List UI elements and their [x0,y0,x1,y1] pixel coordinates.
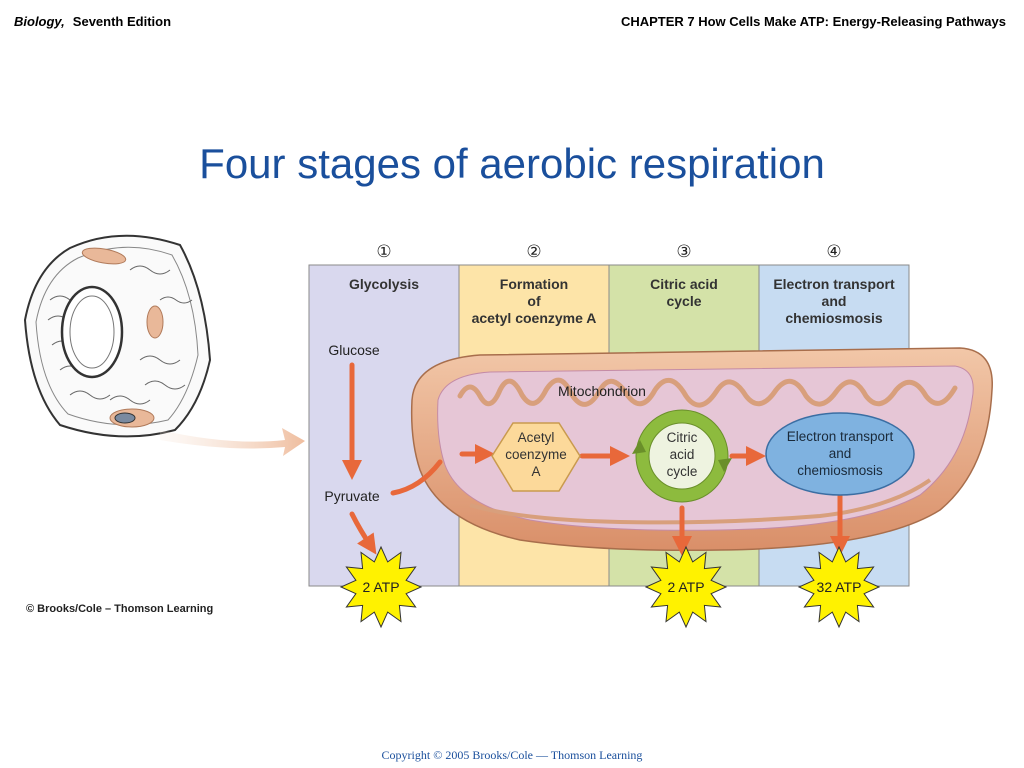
stage-label-4-line-1: Electron transport [773,276,895,292]
atp-citric-burst [644,545,728,629]
stage-number-4: ④ [826,242,841,261]
arrow-pyruvate-to-atp [349,511,377,555]
stage-number-2: ② [526,242,541,261]
stage-label-2-line-3: acetyl coenzyme A [472,310,597,326]
header-book: Biology, Seventh Edition [14,14,171,29]
electron-transport-node: Electron transport and chemiosmosis [765,412,915,496]
acetyl-line-2: coenzyme [505,447,567,462]
glucose-label: Glucose [328,342,380,358]
slide-title: Four stages of aerobic respiration [199,140,825,187]
stage-label-1-line-1: Glycolysis [349,276,419,292]
atp-etc-burst [797,545,881,629]
book-edition: Seventh Edition [72,14,172,29]
stage-label-3-line-1: Citric acid [650,276,718,292]
atp-etc-label: 32 ATP [817,579,862,595]
atp-glycolysis-burst [339,545,423,629]
stage-label-4-line-2: and [822,293,847,309]
stage-number-1: ① [376,242,391,261]
book-title: Biology, [14,14,65,29]
atp-starburst-citric: 2 ATP [644,545,728,629]
cell-mitochondrion-2 [146,305,164,339]
copyright-footer: Copyright © 2005 Brooks/Cole — Thomson L… [381,748,643,762]
atp-starburst-glycolysis: 2 ATP [339,545,423,629]
etc-line-2: and [829,446,852,461]
acetyl-line-1: Acetyl [518,430,555,445]
etc-line-1: Electron transport [787,429,894,444]
image-credit: © Brooks/Cole – Thomson Learning [26,603,214,615]
citric-line-3: cycle [667,464,698,479]
cell-mitochondrion-1 [81,247,127,265]
acetyl-line-3: A [531,464,540,479]
citric-line-2: acid [670,447,695,462]
cristae [457,377,958,408]
mitochondrion-label: Mitochondrion [558,383,646,399]
stage-label-2-line-1: Formation [500,276,568,292]
stage-label-3-line-2: cycle [666,293,701,309]
animal-cell-illustration [23,234,212,438]
acetyl-coa-node: Acetyl coenzyme A [491,422,581,492]
stage-label-2-line-2: of [527,293,541,309]
pyruvate-label: Pyruvate [324,488,379,504]
stage-number-3: ③ [676,242,691,261]
zoom-arrow [160,428,305,456]
citric-line-1: Citric [667,430,698,445]
atp-citric-label: 2 ATP [667,579,704,595]
atp-starburst-etc: 32 ATP [797,545,881,629]
citric-cycle-node: Citric acid cycle [632,409,732,503]
etc-line-3: chemiosmosis [797,463,883,478]
flow-arrows [342,362,850,556]
atp-glycolysis-label: 2 ATP [362,579,399,595]
header-chapter: CHAPTER 7 How Cells Make ATP: Energy-Rel… [620,14,1006,29]
stage-label-4-line-3: chemiosmosis [785,310,882,326]
arrow-pyruvate-to-mito [390,459,443,496]
cell-nucleus [60,285,124,379]
